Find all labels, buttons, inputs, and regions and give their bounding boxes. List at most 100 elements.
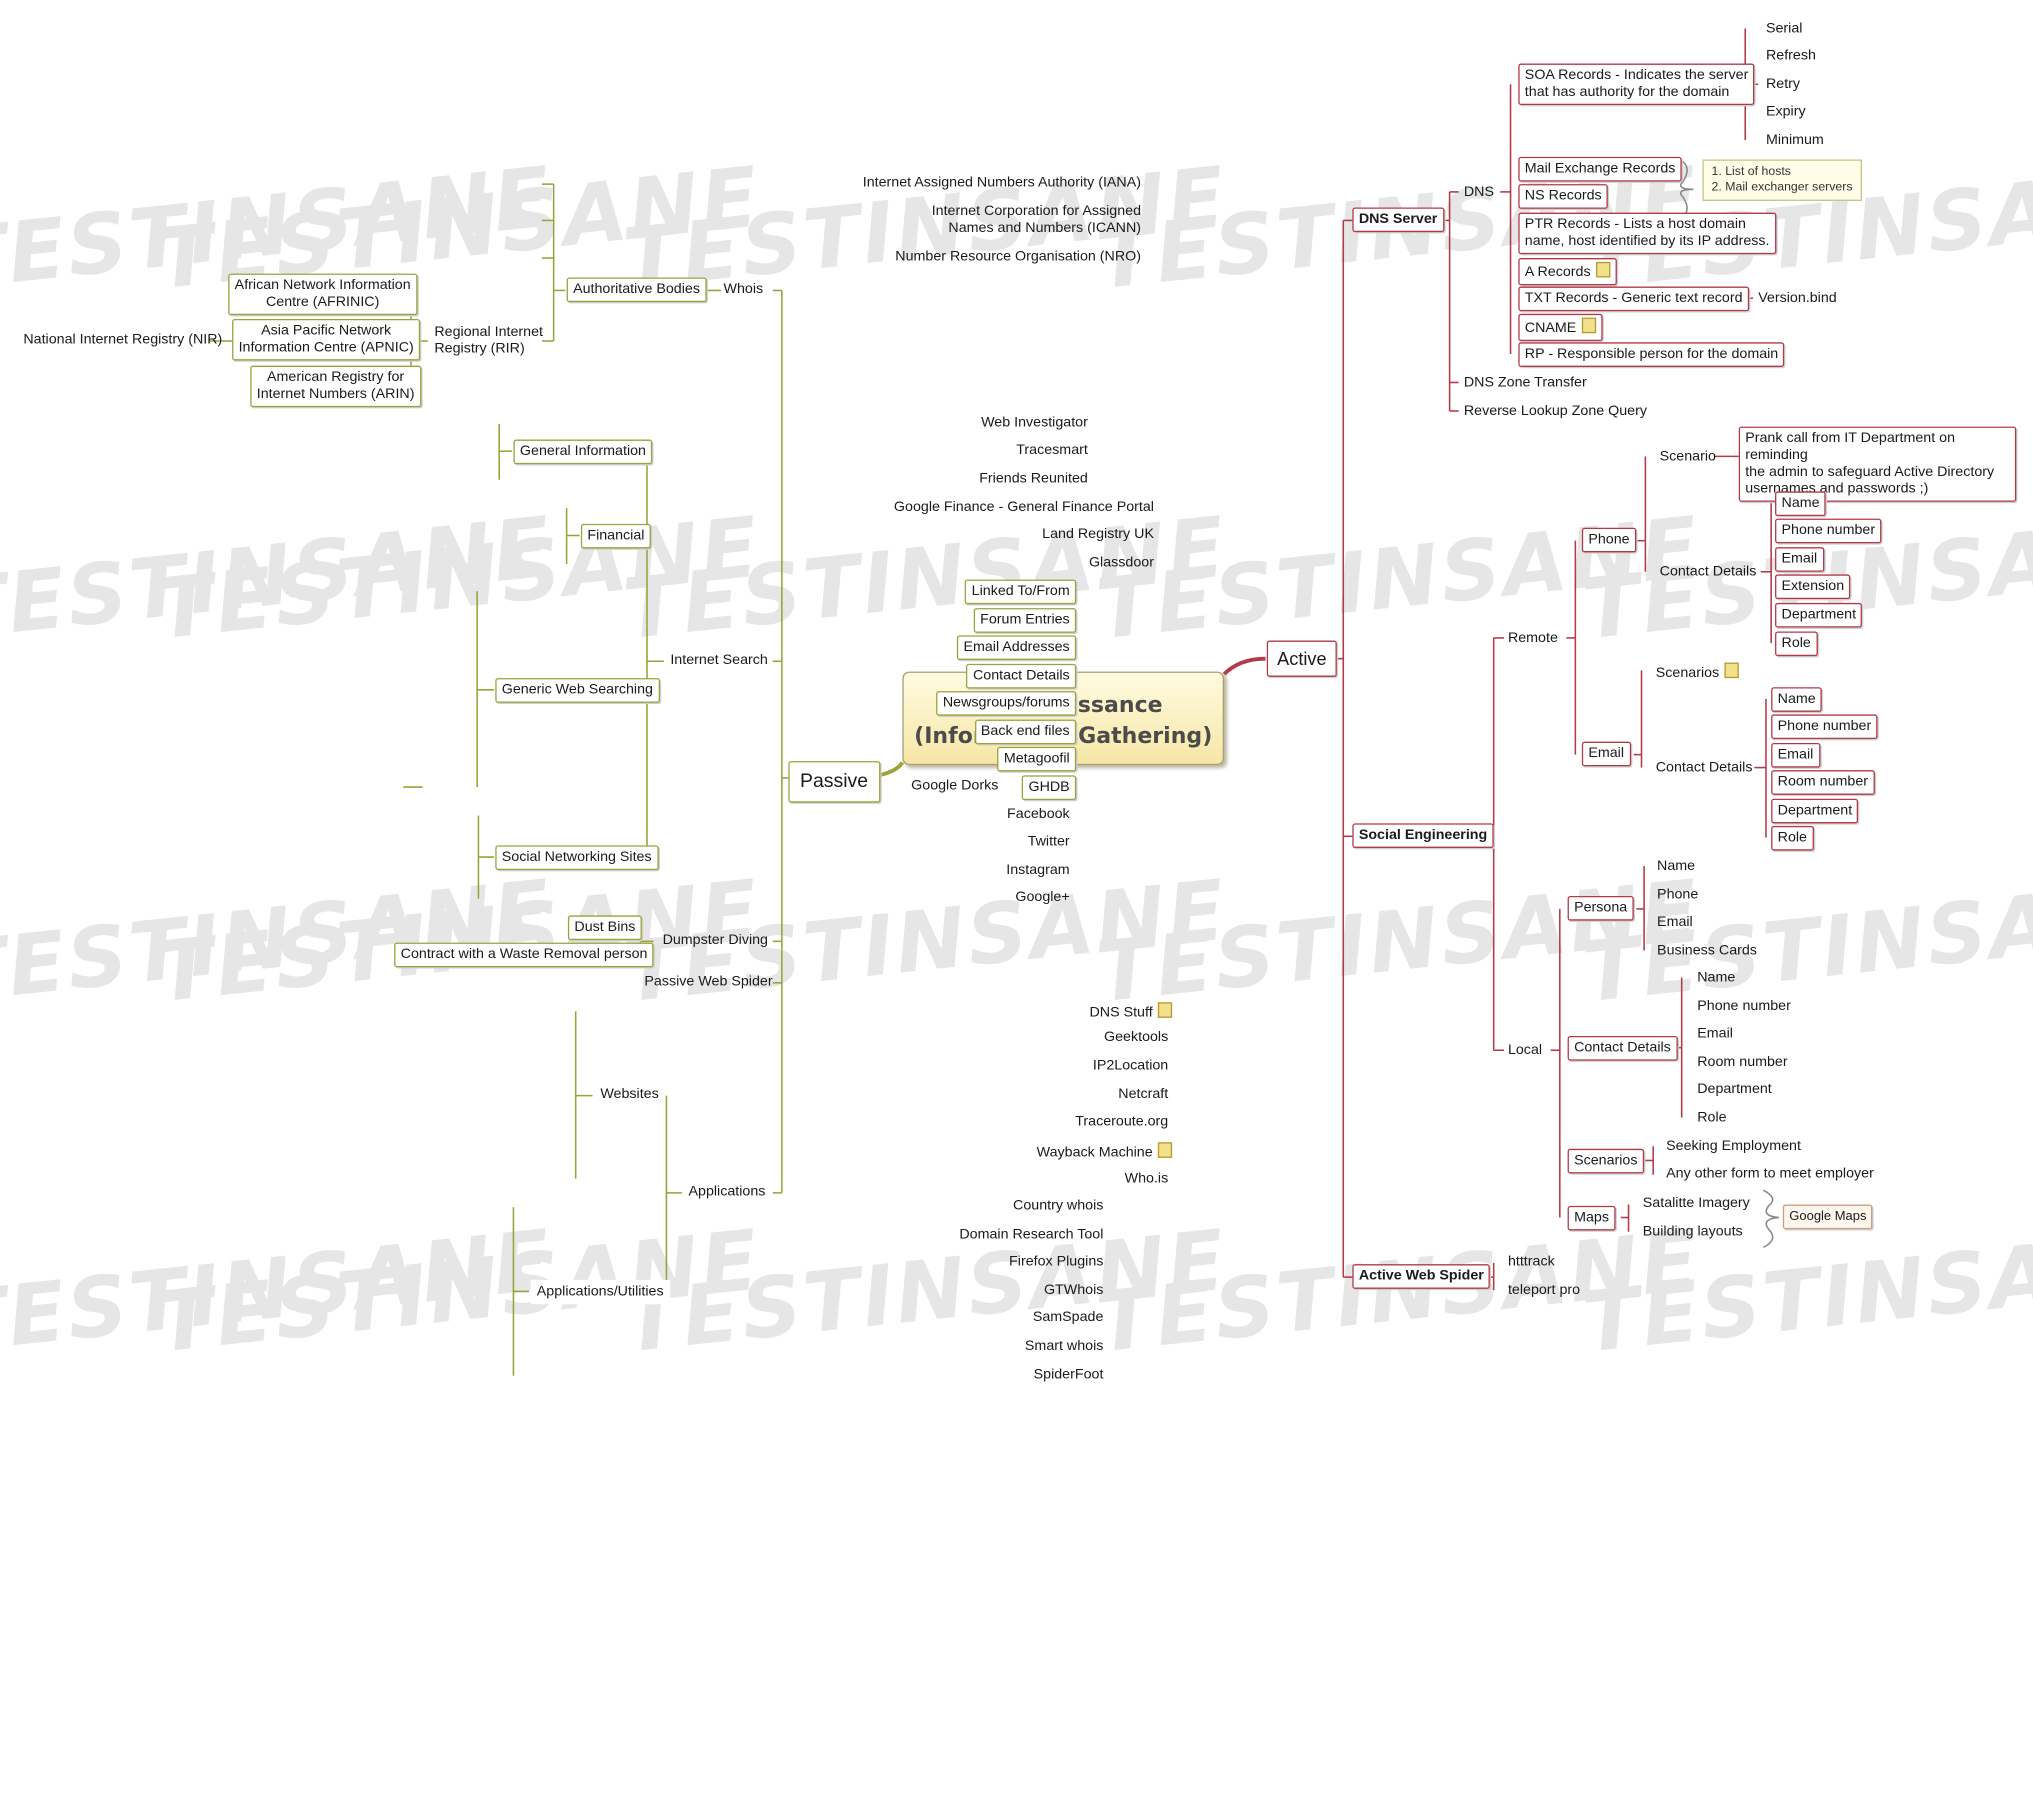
websites-node[interactable]: Websites bbox=[600, 1086, 659, 1103]
google-dorks-node[interactable]: Google Dorks bbox=[911, 777, 999, 794]
authoritative-bodies-node[interactable]: Authoritative Bodies bbox=[566, 277, 707, 303]
email-addresses-node[interactable]: Email Addresses bbox=[956, 635, 1077, 660]
any-other-form-node[interactable]: Any other form to meet employer bbox=[1666, 1165, 1874, 1182]
seeking-employment-node[interactable]: Seeking Employment bbox=[1666, 1138, 1801, 1154]
teleport-pro-node[interactable]: teleport pro bbox=[1507, 1282, 1581, 1298]
dns-zone-transfer-node[interactable]: DNS Zone Transfer bbox=[1463, 374, 1587, 391]
reverse-lookup-node[interactable]: Reverse Lookup Zone Query bbox=[1463, 403, 1648, 419]
facebook-node[interactable]: Facebook bbox=[1007, 806, 1070, 823]
geektools-node[interactable]: Geektools bbox=[1104, 1029, 1169, 1046]
waste-contract-node[interactable]: Contract with a Waste Removal person bbox=[394, 942, 654, 968]
scenarios-node[interactable]: Scenarios bbox=[1656, 662, 1739, 682]
phone-node[interactable]: Phone bbox=[1581, 527, 1637, 553]
active-web-spider-node[interactable]: Active Web Spider bbox=[1352, 1264, 1491, 1289]
email-node[interactable]: Email bbox=[1771, 742, 1820, 768]
google-plus-node[interactable]: Google+ bbox=[1015, 889, 1070, 906]
department-node[interactable]: Department bbox=[1775, 602, 1863, 628]
web-investigator-node[interactable]: Web Investigator bbox=[981, 414, 1088, 431]
forum-entries-node[interactable]: Forum Entries bbox=[973, 608, 1077, 633]
phone-number-node[interactable]: Phone number bbox=[1775, 518, 1882, 544]
tracesmart-node[interactable]: Tracesmart bbox=[1016, 442, 1088, 458]
passive-web-spider-node[interactable]: Passive Web Spider bbox=[644, 973, 773, 990]
business-cards-node[interactable]: Business Cards bbox=[1657, 942, 1757, 959]
persona-name-node[interactable]: Name bbox=[1657, 858, 1696, 874]
ip2location-node[interactable]: IP2Location bbox=[1092, 1058, 1169, 1074]
glassdoor-node[interactable]: Glassdoor bbox=[1088, 554, 1154, 571]
back-end-files-node[interactable]: Back end files bbox=[974, 719, 1077, 745]
traceroute-node[interactable]: Traceroute.org bbox=[1075, 1113, 1169, 1130]
dns-server-node[interactable]: DNS Server bbox=[1352, 207, 1444, 233]
local-room-number-node[interactable]: Room number bbox=[1697, 1054, 1788, 1070]
smart-whois-node[interactable]: Smart whois bbox=[1024, 1338, 1104, 1354]
serial-node[interactable]: Serial bbox=[1765, 20, 1803, 37]
newsgroups-node[interactable]: Newsgroups/forums bbox=[936, 691, 1077, 716]
rp-node[interactable]: RP - Responsible person for the domain bbox=[1518, 342, 1785, 367]
local-name-node[interactable]: Name bbox=[1697, 969, 1736, 986]
role-node[interactable]: Role bbox=[1771, 825, 1814, 851]
firefox-plugins-node[interactable]: Firefox Plugins bbox=[1009, 1253, 1104, 1270]
name-node[interactable]: Name bbox=[1775, 491, 1827, 517]
building-layouts-node[interactable]: Building layouts bbox=[1642, 1223, 1743, 1240]
satellite-imagery-node[interactable]: Satalitte Imagery bbox=[1642, 1195, 1750, 1212]
google-finance-node[interactable]: Google Finance - General Finance Portal bbox=[893, 499, 1154, 515]
social-networking-node[interactable]: Social Networking Sites bbox=[495, 845, 659, 871]
land-registry-node[interactable]: Land Registry UK bbox=[1042, 526, 1154, 542]
applications-utilities-node[interactable]: Applications/Utilities bbox=[530, 1279, 671, 1305]
ns-records-node[interactable]: NS Records bbox=[1518, 184, 1609, 209]
friends-reunited-node[interactable]: Friends Reunited bbox=[979, 470, 1088, 487]
dumpster-diving-node[interactable]: Dumpster Diving bbox=[662, 932, 768, 948]
dust-bins-node[interactable]: Dust Bins bbox=[567, 915, 642, 941]
linked-node[interactable]: Linked To/From bbox=[965, 579, 1077, 605]
role-node[interactable]: Role bbox=[1775, 631, 1818, 657]
wayback-machine-node[interactable]: Wayback Machine bbox=[1037, 1142, 1173, 1161]
version-bind-node[interactable]: Version.bind bbox=[1758, 290, 1837, 306]
local-department-node[interactable]: Department bbox=[1697, 1081, 1772, 1097]
generic-web-searching-node[interactable]: Generic Web Searching bbox=[495, 678, 660, 703]
local-role-node[interactable]: Role bbox=[1697, 1109, 1727, 1126]
contact-details-node[interactable]: Contact Details bbox=[966, 663, 1077, 689]
instagram-node[interactable]: Instagram bbox=[1006, 862, 1070, 878]
expiry-node[interactable]: Expiry bbox=[1765, 103, 1806, 120]
apnic-node[interactable]: Asia Pacific Network Information Centre … bbox=[232, 318, 421, 361]
nir-node[interactable]: National Internet Registry (NIR) bbox=[23, 331, 223, 348]
local-contact-details-node[interactable]: Contact Details bbox=[1567, 1035, 1678, 1061]
name-node[interactable]: Name bbox=[1771, 687, 1823, 712]
mx-records-node[interactable]: Mail Exchange Records bbox=[1518, 156, 1682, 182]
iana-node[interactable]: Internet Assigned Numbers Authority (IAN… bbox=[862, 175, 1142, 191]
contact-details-node[interactable]: Contact Details bbox=[1655, 759, 1753, 776]
dns-stuff-node[interactable]: DNS Stuff bbox=[1090, 1002, 1173, 1021]
minimum-node[interactable]: Minimum bbox=[1765, 132, 1824, 148]
local-phone-number-node[interactable]: Phone number bbox=[1697, 998, 1791, 1014]
metagoofil-node[interactable]: Metagoofil bbox=[997, 746, 1077, 772]
ptr-records-node[interactable]: PTR Records - Lists a host domain name, … bbox=[1518, 212, 1777, 255]
active-node[interactable]: Active bbox=[1266, 640, 1337, 677]
htttrack-node[interactable]: htttrack bbox=[1507, 1253, 1555, 1270]
applications-node[interactable]: Applications bbox=[688, 1183, 766, 1200]
ghdb-node[interactable]: GHDB bbox=[1022, 775, 1077, 801]
general-information-node[interactable]: General Information bbox=[513, 439, 653, 465]
persona-phone-node[interactable]: Phone bbox=[1657, 886, 1699, 903]
rir-node[interactable]: Regional Internet Registry (RIR) bbox=[434, 324, 543, 358]
room-number-node[interactable]: Room number bbox=[1771, 770, 1875, 795]
department-node[interactable]: Department bbox=[1771, 798, 1859, 824]
cname-node[interactable]: CNAME bbox=[1518, 313, 1603, 342]
passive-node[interactable]: Passive bbox=[788, 761, 880, 803]
icann-node[interactable]: Internet Corporation for Assigned Names … bbox=[932, 204, 1141, 238]
samspade-node[interactable]: SamSpade bbox=[1032, 1309, 1104, 1326]
local-node[interactable]: Local bbox=[1507, 1042, 1543, 1059]
email-node[interactable]: Email bbox=[1775, 547, 1824, 572]
persona-email-node[interactable]: Email bbox=[1657, 914, 1693, 930]
remote-node[interactable]: Remote bbox=[1507, 630, 1558, 646]
soa-records-node[interactable]: SOA Records - Indicates the server that … bbox=[1518, 63, 1755, 106]
netcraft-node[interactable]: Netcraft bbox=[1118, 1086, 1169, 1103]
domain-research-node[interactable]: Domain Research Tool bbox=[959, 1226, 1104, 1243]
extension-node[interactable]: Extension bbox=[1775, 574, 1851, 600]
nro-node[interactable]: Number Resource Organisation (NRO) bbox=[895, 248, 1142, 265]
maps-node[interactable]: Maps bbox=[1567, 1205, 1616, 1231]
arin-node[interactable]: American Registry for Internet Numbers (… bbox=[250, 365, 421, 408]
refresh-node[interactable]: Refresh bbox=[1765, 47, 1816, 64]
email-branch-node[interactable]: Email bbox=[1581, 741, 1631, 767]
financial-node[interactable]: Financial bbox=[580, 523, 651, 549]
phone-number-node[interactable]: Phone number bbox=[1771, 714, 1878, 740]
spiderfoot-node[interactable]: SpiderFoot bbox=[1033, 1366, 1104, 1383]
